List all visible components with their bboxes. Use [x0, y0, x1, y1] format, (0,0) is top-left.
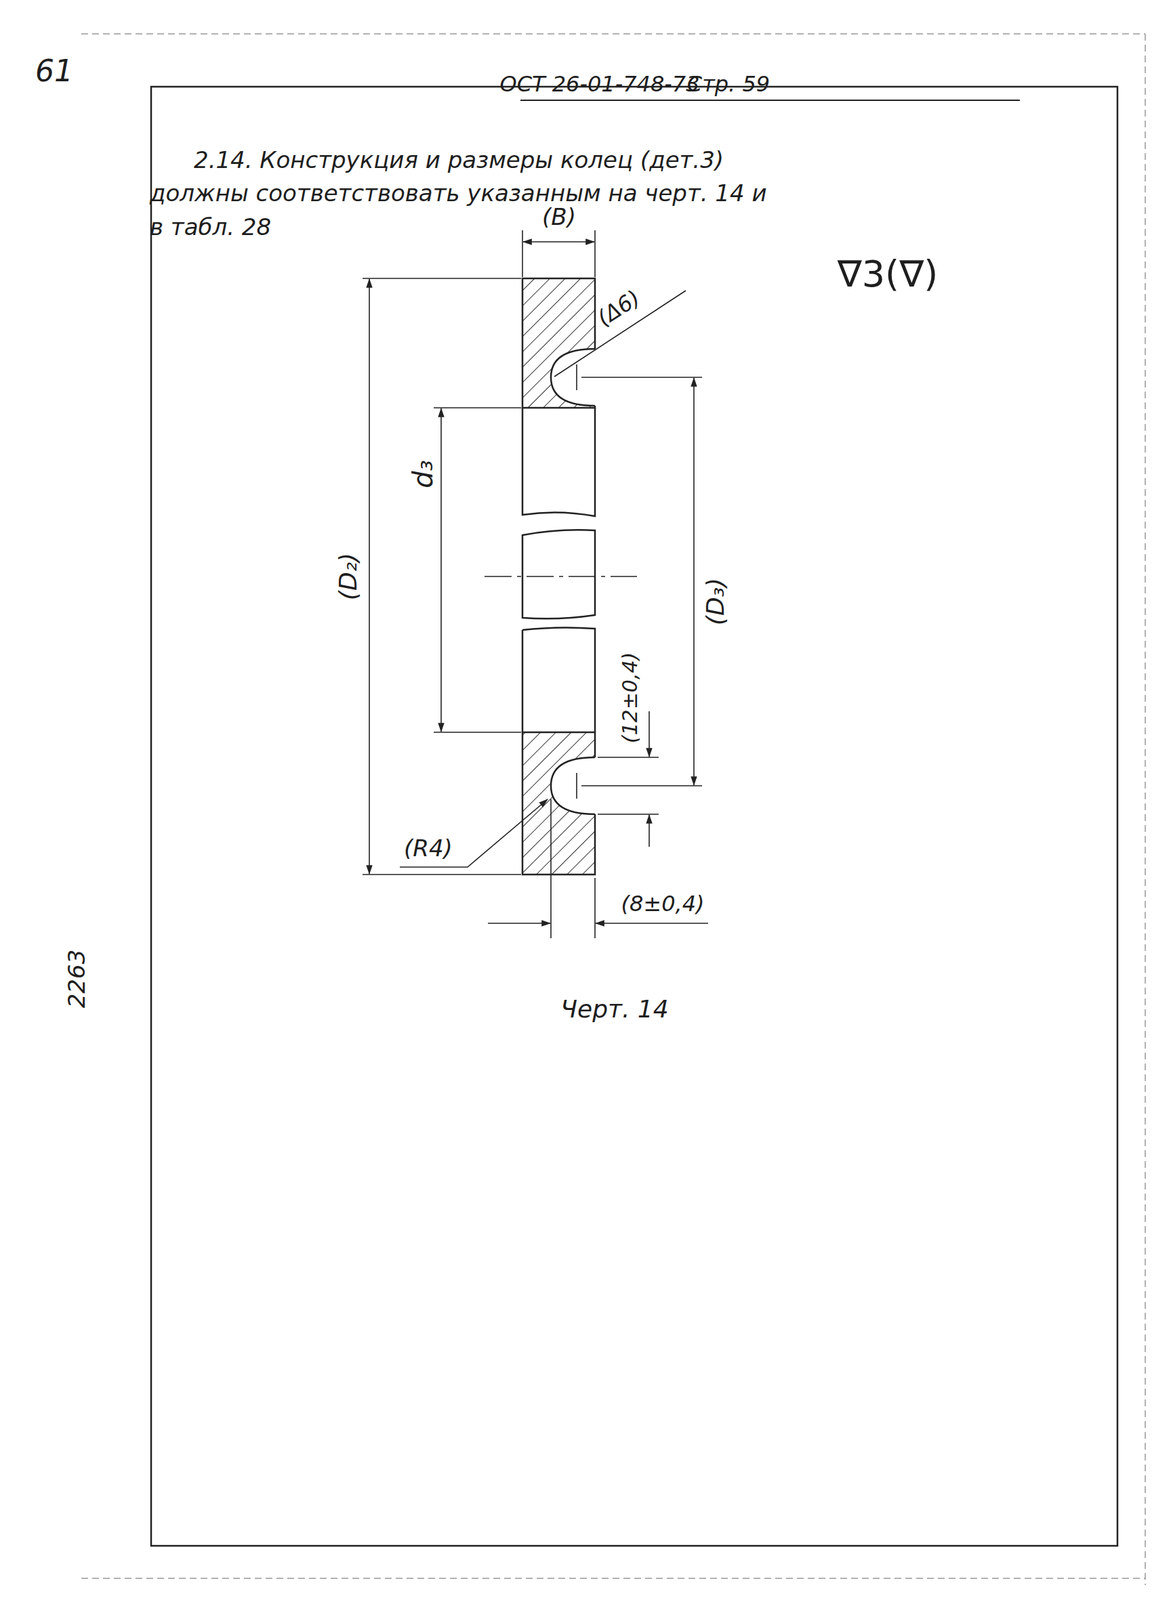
extension-line	[594, 230, 596, 278]
standard-code: ОСТ 26-01-748-73	[499, 71, 700, 97]
page-number: 61	[35, 53, 74, 90]
extension-line	[362, 277, 522, 280]
page-frame	[151, 86, 1118, 1547]
dimension-label: (12±0,4)	[618, 652, 643, 744]
dimension-line	[487, 922, 551, 925]
archive-number: 2263	[63, 950, 91, 1010]
dimension-label: d₃	[406, 460, 440, 488]
scan-edge	[1144, 33, 1146, 1586]
extension-line	[597, 756, 659, 759]
header-underline	[520, 99, 1020, 101]
extension-line	[597, 813, 659, 816]
roughness-symbol: ∇3(∇)	[837, 252, 939, 297]
dimension-line	[648, 711, 650, 757]
extension-line	[521, 230, 524, 278]
dimension-line	[693, 378, 695, 786]
dimension-label: (B)	[542, 203, 576, 232]
extension-line	[550, 799, 552, 939]
center-mark	[576, 364, 578, 391]
extension-line	[362, 874, 522, 876]
dimension-line	[440, 408, 442, 732]
dimension-line	[595, 922, 709, 925]
bore-piece	[522, 407, 595, 517]
extension-line	[433, 731, 522, 734]
scan-edge	[81, 33, 1146, 35]
dimension-label: (D₂)	[333, 552, 363, 601]
dimension-label: (D₃)	[700, 578, 730, 626]
dimension-line	[368, 279, 370, 875]
sheet-number: Стр. 59	[687, 71, 770, 97]
dimension-label: (8±0,4)	[620, 891, 705, 917]
center-mark	[576, 773, 578, 799]
dimension-line	[648, 815, 650, 848]
center-line	[484, 576, 637, 578]
leader-line	[399, 799, 548, 868]
bore-piece	[522, 529, 595, 619]
roughness-label: (Δ6)	[592, 285, 645, 333]
dimension-lines	[362, 230, 709, 939]
bore-piece	[522, 627, 595, 733]
extension-line	[433, 407, 522, 409]
clause-text: 2.14. Конструкция и размеры колец (дет.3…	[149, 143, 787, 244]
extension-line	[581, 376, 703, 379]
extension-line	[594, 878, 596, 939]
dimension-line	[523, 241, 595, 243]
radius-label: (R4)	[403, 834, 453, 863]
figure-caption: Черт. 14	[560, 994, 669, 1024]
scan-edge	[81, 1578, 1146, 1580]
extension-line	[581, 785, 703, 787]
